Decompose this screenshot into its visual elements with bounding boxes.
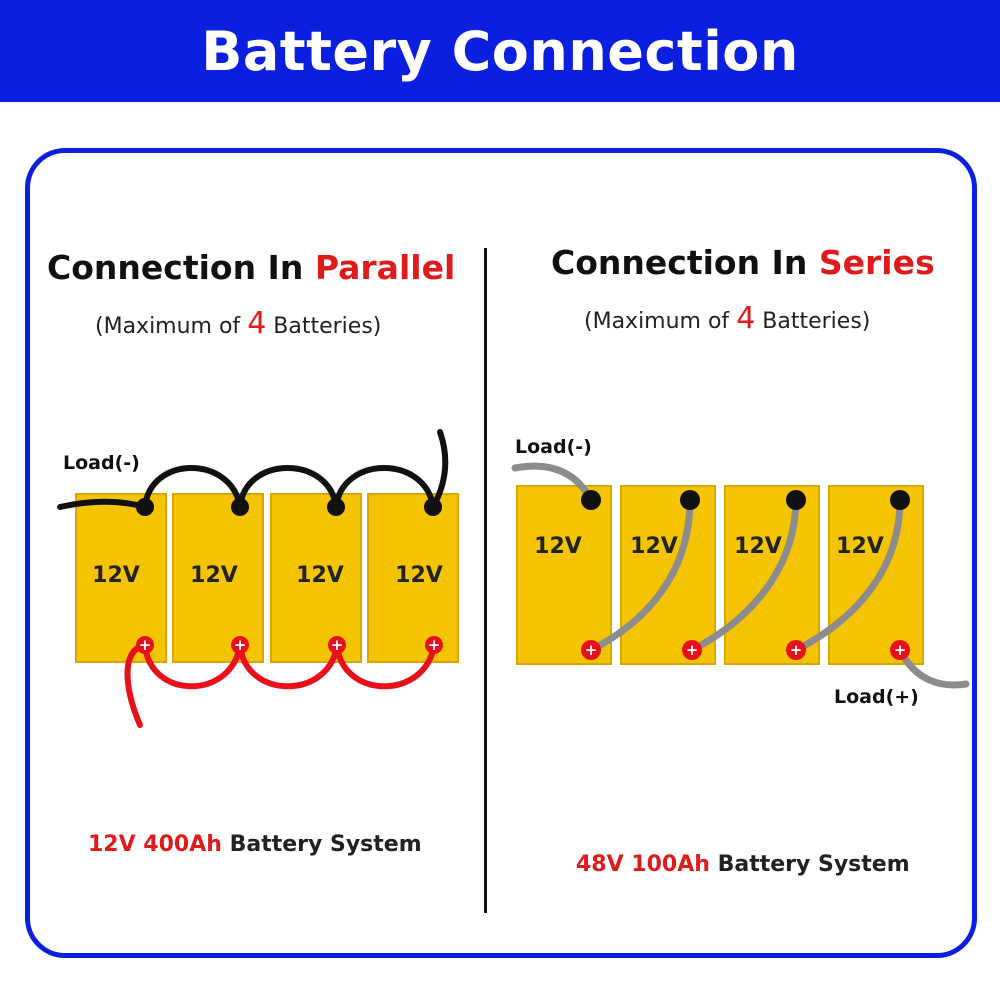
parallel-title-prefix: Connection In [47, 248, 315, 287]
parallel-caption-text: Battery System [221, 832, 422, 857]
svg-text:+: + [331, 636, 344, 654]
page-title: Battery Connection [201, 19, 799, 83]
plus-terminal-icon [425, 636, 443, 654]
battery-voltage-label: 12V [734, 534, 782, 559]
parallel-negative-jumper-wire [333, 465, 436, 508]
series-caption-spec: 48V 100Ah [576, 852, 710, 877]
parallel-title-accent: Parallel [314, 248, 456, 287]
battery-body [367, 493, 459, 663]
svg-text:+: + [894, 641, 907, 659]
parallel-caption: 12V 400Ah Battery System [88, 832, 422, 857]
svg-text:+: + [585, 641, 598, 659]
parallel-positive-jumper-wire [334, 644, 437, 690]
svg-text:+: + [686, 641, 699, 659]
parallel-battery: 12V [367, 493, 459, 663]
parallel-subtitle-prefix: (Maximum of [95, 314, 248, 339]
minus-terminal-icon [680, 490, 700, 510]
series-subtitle: (Maximum of 4 Batteries) [584, 301, 870, 336]
parallel-battery: 12V [172, 493, 264, 663]
battery-voltage-label: 12V [836, 534, 884, 559]
series-jumper-wire [690, 499, 800, 654]
parallel-subtitle: (Maximum of 4 Batteries) [95, 306, 381, 341]
series-negative-terminals [581, 490, 910, 510]
parallel-subtitle-number: 4 [247, 306, 267, 341]
series-title: Connection In Series [551, 243, 935, 282]
series-caption: 48V 100Ah Battery System [576, 852, 910, 877]
series-positive-terminals: + + + + [581, 640, 910, 660]
minus-terminal-icon [327, 498, 345, 516]
minus-terminal-icon [424, 498, 442, 516]
series-load-negative-label: Load(-) [515, 436, 592, 458]
parallel-battery: 12V [75, 493, 167, 663]
battery-body [270, 493, 362, 663]
parallel-caption-spec: 12V 400Ah [88, 832, 222, 857]
series-subtitle-number: 4 [736, 301, 756, 336]
series-subtitle-prefix: (Maximum of [584, 309, 737, 334]
battery-body [75, 493, 167, 663]
battery-voltage-label: 12V [395, 563, 443, 588]
parallel-battery: 12V [270, 493, 362, 663]
battery-body [172, 493, 264, 663]
svg-text:+: + [234, 636, 247, 654]
series-batteries: 12V 12V 12V 12V [516, 485, 924, 665]
series-jumper-wire [589, 499, 694, 654]
battery-voltage-label: 12V [92, 563, 140, 588]
svg-text:+: + [790, 641, 803, 659]
plus-terminal-icon [682, 640, 702, 660]
minus-terminal-icon [231, 498, 249, 516]
section-divider [484, 248, 487, 913]
series-subtitle-suffix: Batteries) [755, 309, 871, 334]
parallel-positive-jumper-wire [237, 644, 340, 690]
parallel-negative-terminals [136, 498, 442, 516]
minus-terminal-icon [136, 498, 154, 516]
plus-terminal-icon [786, 640, 806, 660]
parallel-positive-jumper-wire [142, 644, 243, 690]
svg-text:+: + [139, 636, 152, 654]
plus-terminal-icon [890, 640, 910, 660]
minus-terminal-icon [581, 490, 601, 510]
minus-terminal-icon [786, 490, 806, 510]
series-battery: 12V [516, 485, 612, 665]
header-banner: Battery Connection [0, 0, 1000, 102]
series-title-accent: Series [818, 243, 935, 282]
svg-text:+: + [428, 636, 441, 654]
plus-terminal-icon [581, 640, 601, 660]
battery-voltage-label: 12V [190, 563, 238, 588]
series-load-positive-label: Load(+) [834, 686, 919, 708]
parallel-positive-terminals: + + + + [136, 636, 443, 654]
parallel-negative-jumper-wire [237, 465, 339, 508]
parallel-load-negative-label: Load(-) [63, 452, 140, 474]
parallel-negative-jumper-wire [142, 465, 243, 508]
series-jumper-wire [794, 499, 904, 654]
series-title-prefix: Connection In [551, 243, 819, 282]
minus-terminal-icon [890, 490, 910, 510]
plus-terminal-icon [136, 636, 154, 654]
battery-voltage-label: 12V [630, 534, 678, 559]
battery-voltage-label: 12V [534, 534, 582, 559]
parallel-batteries: 12V 12V 12V 12V [75, 493, 459, 663]
plus-terminal-icon [328, 636, 346, 654]
series-caption-text: Battery System [709, 852, 910, 877]
parallel-subtitle-suffix: Batteries) [266, 314, 382, 339]
battery-body [516, 485, 612, 665]
plus-terminal-icon [231, 636, 249, 654]
battery-voltage-label: 12V [296, 563, 344, 588]
parallel-title: Connection In Parallel [47, 248, 455, 287]
